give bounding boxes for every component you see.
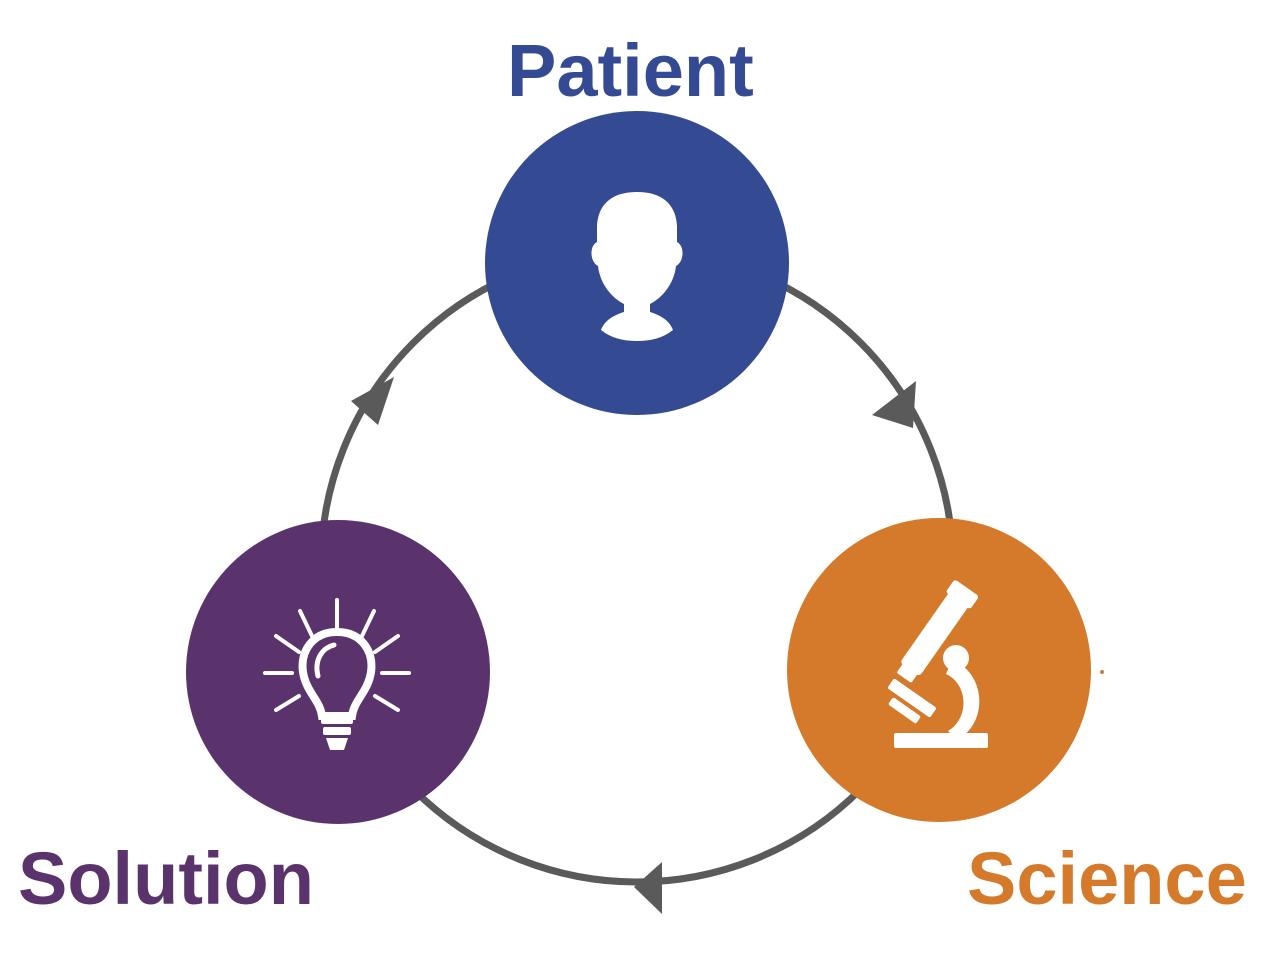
arrow-patient-to-science: [872, 381, 916, 428]
solution-node: [186, 520, 490, 824]
patient-label: Patient: [507, 29, 754, 112]
microscope-icon: [888, 580, 988, 748]
solution-label: Solution: [18, 837, 314, 920]
science-label: Science: [967, 837, 1247, 920]
science-circle: [787, 518, 1091, 822]
arrow-science-to-solution: [634, 862, 662, 914]
patient-node: [485, 111, 789, 415]
stray-dot: [1100, 670, 1104, 674]
light-bulb-icon: [263, 598, 411, 750]
arrow-solution-to-patient: [351, 377, 394, 425]
person-head-icon: [591, 192, 683, 341]
science-node: [787, 518, 1091, 822]
solution-circle: [186, 520, 490, 824]
